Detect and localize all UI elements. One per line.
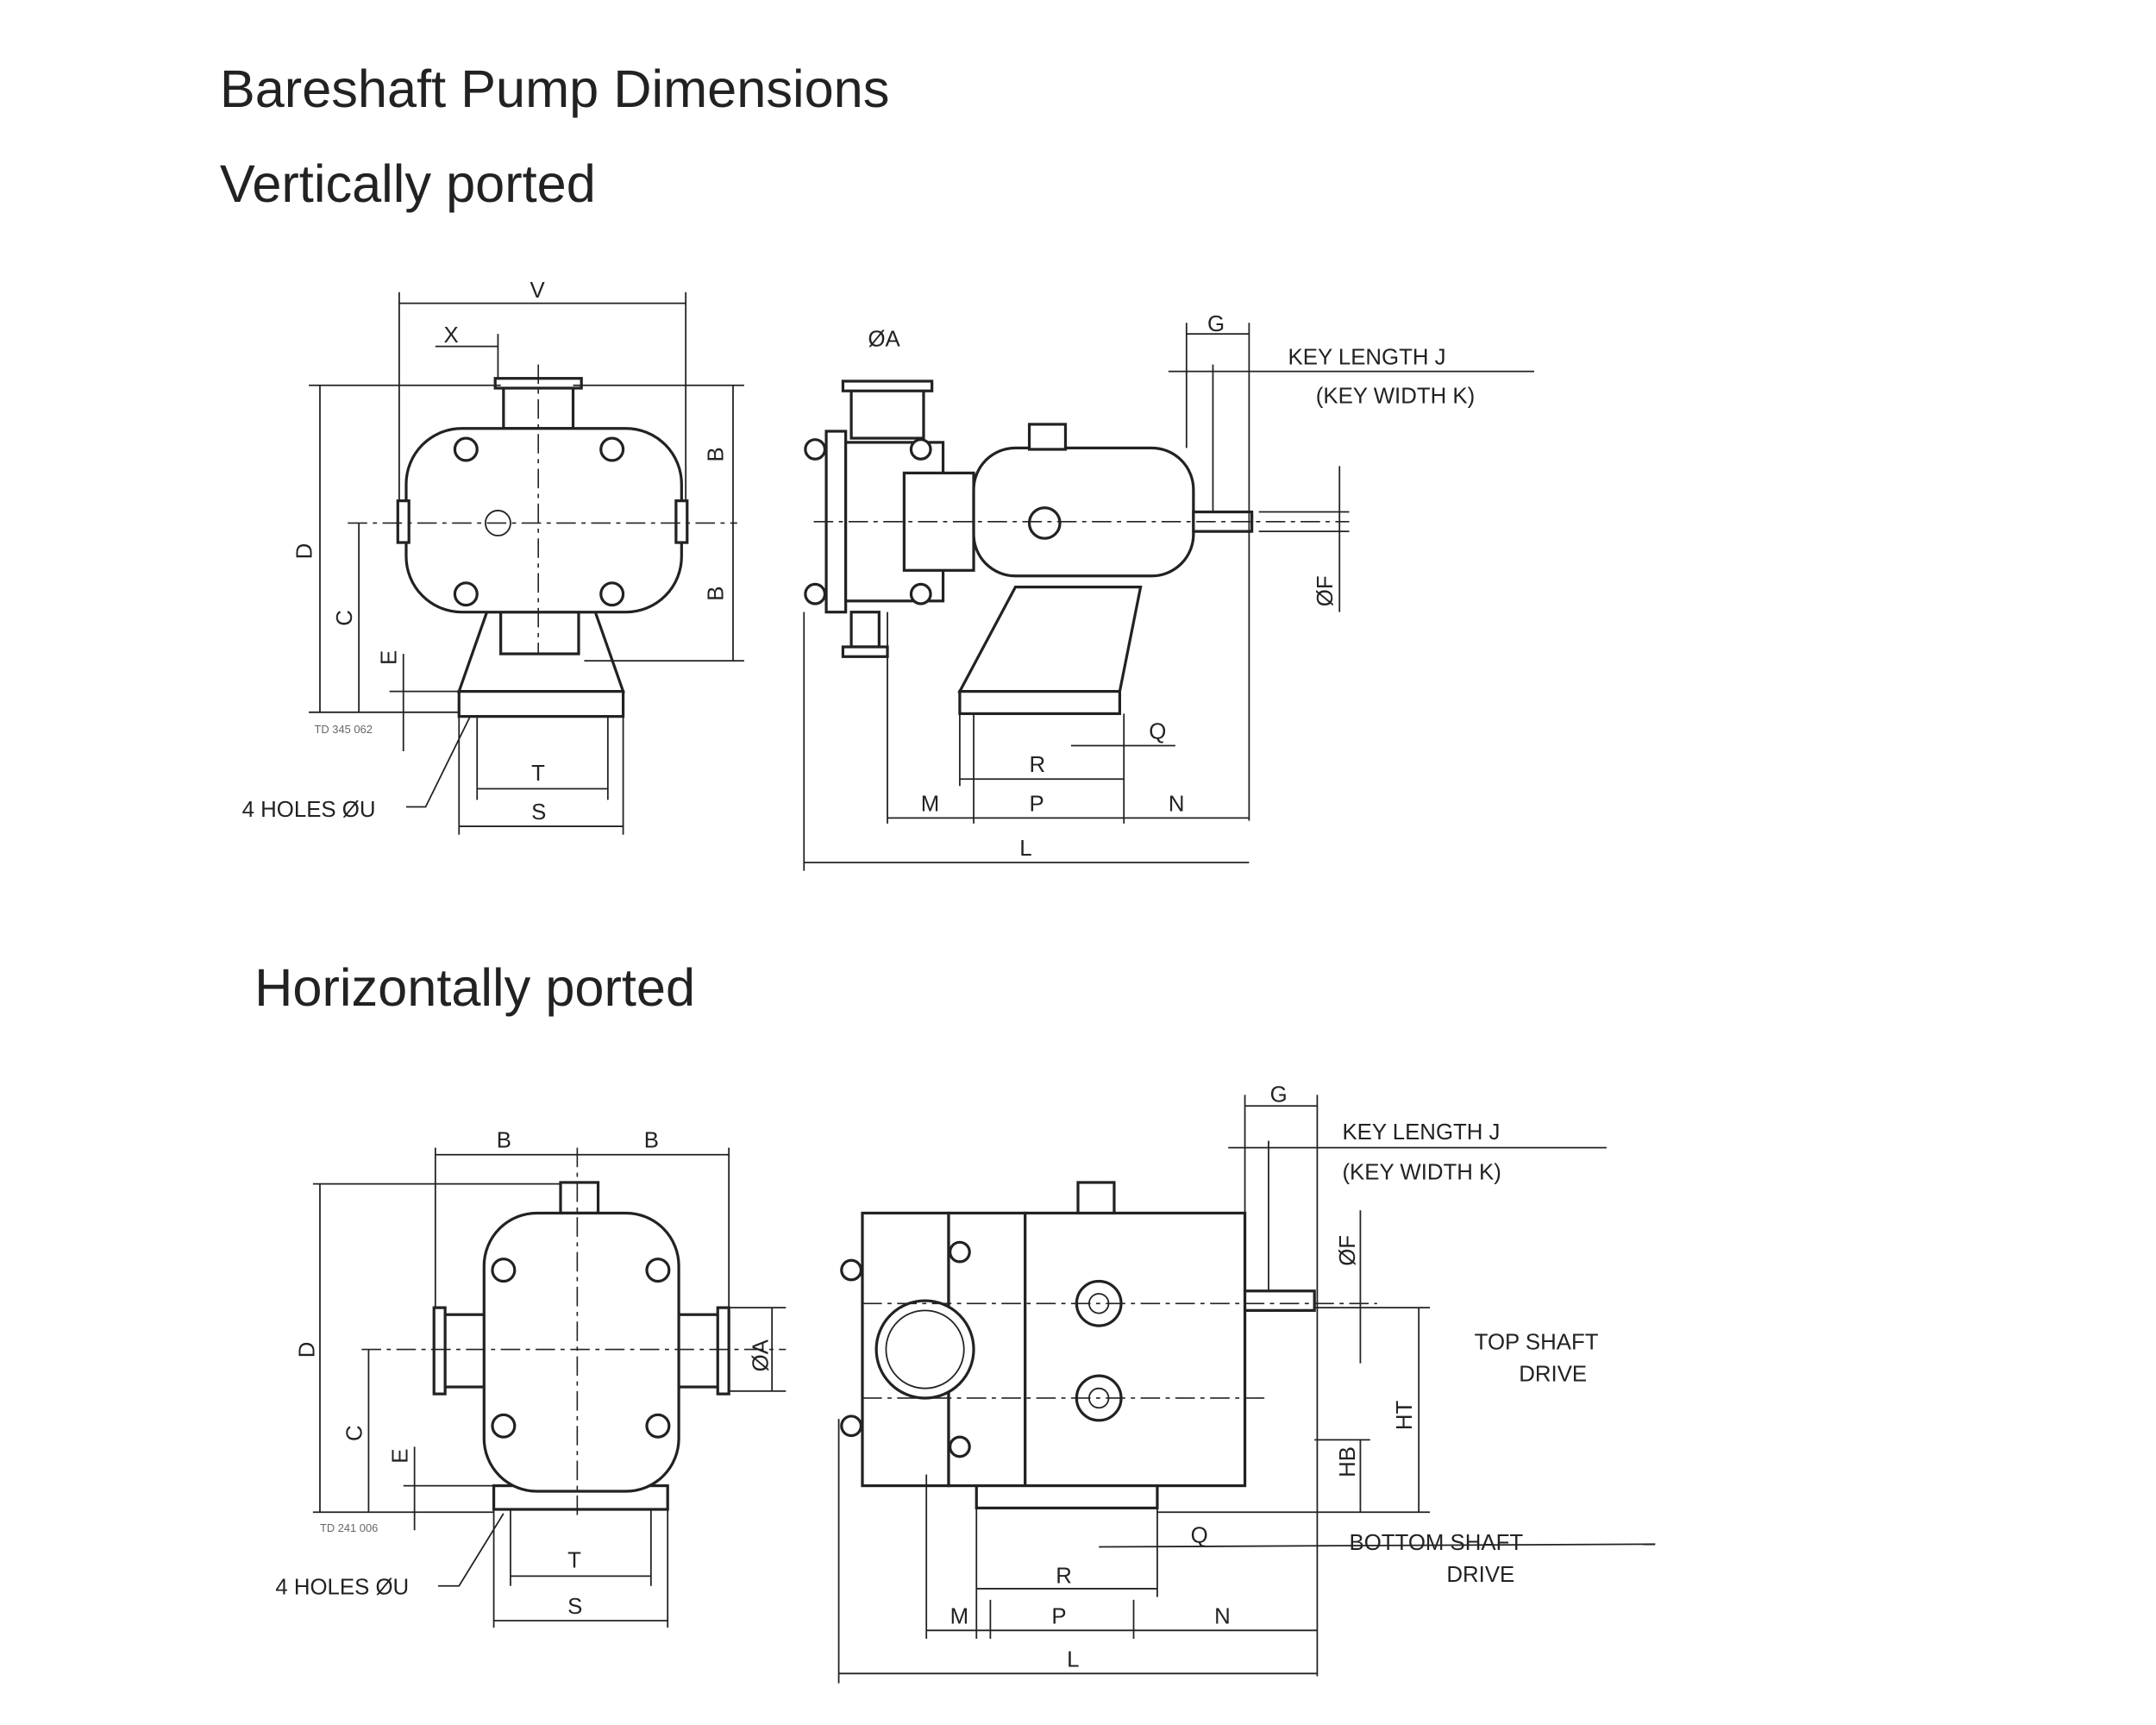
dim-R: R <box>1030 753 1046 777</box>
dim-L: L <box>1067 1647 1079 1672</box>
horizontal-front-view <box>312 1147 787 1628</box>
dim-F: ØF <box>1336 1235 1360 1266</box>
bottom-shaft-label: BOTTOM SHAFT <box>1350 1531 1524 1555</box>
top-shaft-label: TOP SHAFT <box>1475 1331 1599 1355</box>
bottom-shaft-label-2: DRIVE <box>1446 1563 1514 1587</box>
dim-T: T <box>567 1549 581 1573</box>
dim-S: S <box>567 1595 582 1619</box>
dim-C: C <box>333 610 357 626</box>
holes-label: 4 HOLES ØU <box>275 1575 409 1599</box>
dim-R: R <box>1056 1564 1072 1588</box>
dim-V: V <box>530 279 546 303</box>
dim-A: ØA <box>868 328 900 352</box>
dim-T: T <box>531 762 545 786</box>
horizontal-side-view <box>837 1095 1656 1684</box>
dim-N: N <box>1169 792 1185 816</box>
vertical-side-view <box>803 323 1535 871</box>
dim-G: G <box>1270 1082 1288 1107</box>
dim-HB: HB <box>1336 1446 1360 1477</box>
dim-S: S <box>531 800 546 825</box>
drawing-ref: TD 345 062 <box>315 723 373 736</box>
dim-P: P <box>1030 792 1044 816</box>
dim-N: N <box>1214 1604 1231 1628</box>
vertical-front-view <box>309 292 744 835</box>
dim-C: C <box>342 1425 367 1441</box>
dim-HT: HT <box>1393 1400 1417 1430</box>
dim-B: B <box>497 1129 511 1153</box>
dim-B: B <box>705 586 729 601</box>
horizontal-heading: Horizontally ported <box>254 958 695 1017</box>
dim-L: L <box>1019 837 1031 861</box>
holes-label: 4 HOLES ØU <box>242 798 376 822</box>
vertical-heading: Vertically ported <box>220 154 596 213</box>
key-width-label: (KEY WIDTH K) <box>1342 1161 1501 1185</box>
dim-D: D <box>292 543 317 560</box>
dim-B: B <box>644 1129 659 1153</box>
dim-P: P <box>1051 1604 1066 1628</box>
dim-B: B <box>705 447 729 461</box>
dim-G: G <box>1207 312 1225 336</box>
dim-Q: Q <box>1191 1524 1208 1548</box>
key-length-label: KEY LENGTH J <box>1288 346 1446 370</box>
dim-X: X <box>444 323 459 348</box>
dim-M: M <box>921 792 940 816</box>
dim-E: E <box>389 1449 413 1464</box>
key-width-label: (KEY WIDTH K) <box>1316 385 1475 409</box>
page-title: Bareshaft Pump Dimensions <box>220 60 890 118</box>
dim-A: ØA <box>749 1339 773 1371</box>
dim-F: ØF <box>1313 575 1338 606</box>
dim-E: E <box>378 650 402 665</box>
dim-M: M <box>950 1604 969 1628</box>
key-length-label: KEY LENGTH J <box>1342 1120 1500 1145</box>
dim-D: D <box>296 1342 320 1358</box>
drawing-ref: TD 241 006 <box>320 1521 378 1534</box>
top-shaft-label-2: DRIVE <box>1519 1363 1587 1387</box>
dim-Q: Q <box>1149 719 1166 743</box>
